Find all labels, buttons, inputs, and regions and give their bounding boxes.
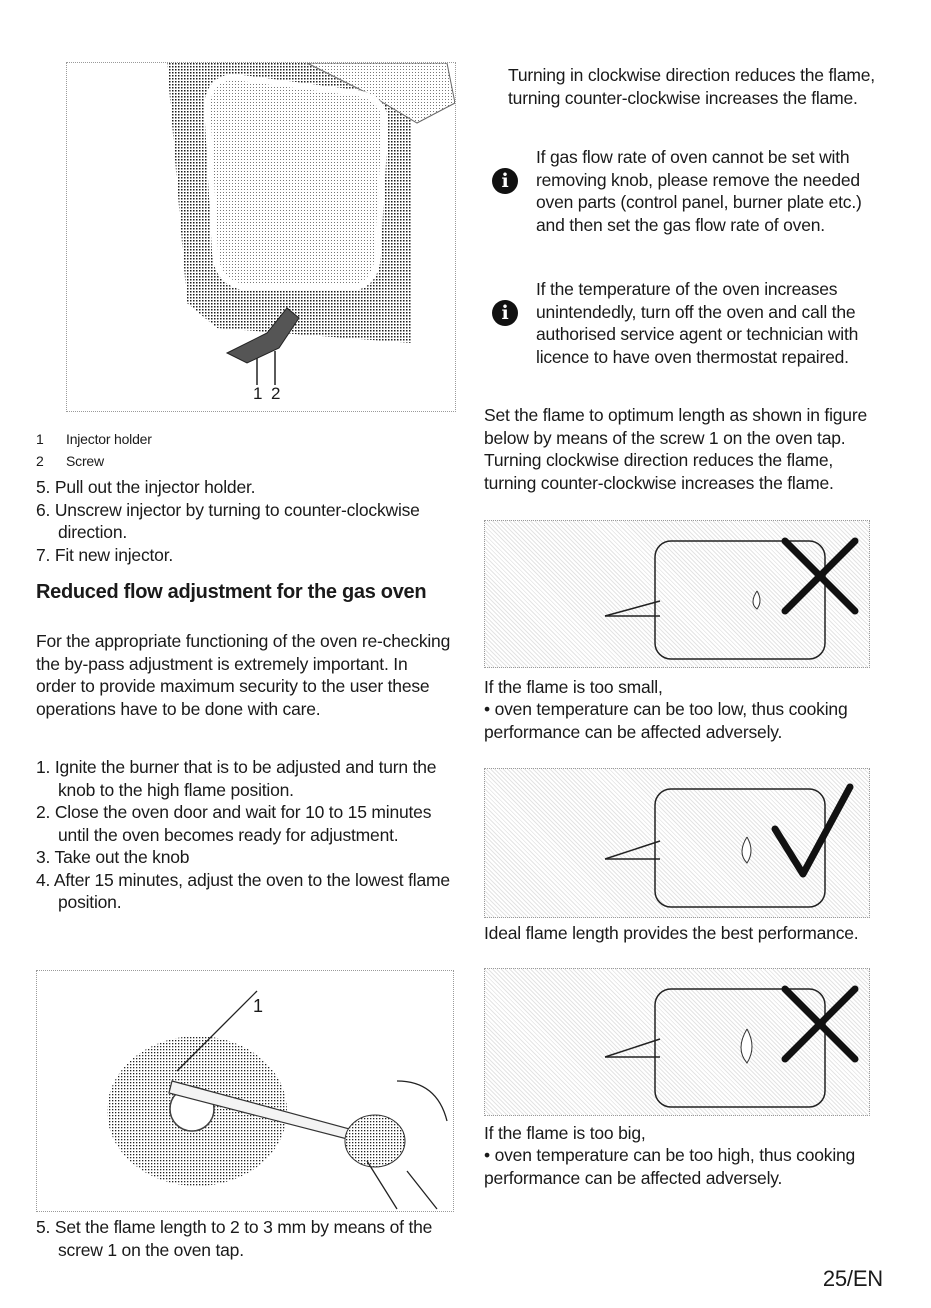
intro-paragraph: For the appropriate functioning of the o… — [36, 631, 451, 719]
section-heading: Reduced flow adjustment for the gas oven — [36, 581, 427, 603]
check-icon — [771, 783, 854, 878]
step-item: 6. Unscrew injector by turning to counte… — [36, 499, 420, 543]
step-item: 2. Close the oven door and wait for 10 t… — [36, 802, 432, 845]
note-gas-flow: If gas flow rate of oven cannot be set w… — [536, 147, 862, 235]
step-item: 3. Take out the knob — [36, 847, 190, 867]
too-big-heading: If the flame is too big, — [484, 1123, 646, 1143]
flame-too-small-illustration — [604, 537, 859, 660]
screwdriver-illustration — [107, 990, 448, 1210]
figure-injector-holder: 1 2 — [66, 62, 456, 412]
note-temperature: If the temperature of the oven increases… — [536, 279, 859, 367]
too-small-detail: • oven temperature can be too low, thus … — [484, 699, 848, 742]
flame-ideal-illustration — [604, 783, 854, 908]
cross-icon — [781, 985, 859, 1063]
figure2-label-1: 1 — [253, 996, 263, 1016]
figure-flame-too-small — [484, 520, 870, 668]
ideal-paragraph: Ideal flame length provides the best per… — [484, 923, 859, 943]
figure-flame-too-big — [484, 968, 870, 1116]
step-item: 7. Fit new injector. — [36, 544, 174, 565]
info-icon: i — [492, 300, 518, 326]
page-number: 25/EN — [822, 1266, 883, 1291]
flame-set-paragraph: Set the flame to optimum length as shown… — [484, 405, 867, 493]
step-item: 5. Set the flame length to 2 to 3 mm by … — [36, 1217, 433, 1260]
flame-too-big-illustration — [604, 985, 859, 1108]
oven-injector-illustration — [167, 63, 455, 385]
injector-steps: 5. Pull out the injector holder. 6. Unsc… — [36, 476, 456, 566]
figure1-label-2: 2 — [271, 384, 281, 403]
info-icon: i — [492, 168, 518, 194]
figure-screwdriver: 1 — [36, 970, 454, 1212]
adjustment-steps: 1. Ignite the burner that is to be adjus… — [36, 756, 451, 914]
too-big-detail: • oven temperature can be too high, thus… — [484, 1145, 856, 1188]
step-item: 4. After 15 minutes, adjust the oven to … — [36, 869, 450, 913]
figure-flame-ideal — [484, 768, 870, 918]
figure1-label-1: 1 — [253, 384, 263, 403]
step-item: 1. Ignite the burner that is to be adjus… — [36, 757, 437, 800]
cross-icon — [781, 537, 859, 615]
direction-paragraph: Turning in clockwise direction reduces t… — [508, 65, 875, 108]
step-item: 5. Pull out the injector holder. — [36, 477, 256, 497]
too-small-heading: If the flame is too small, — [484, 677, 663, 697]
